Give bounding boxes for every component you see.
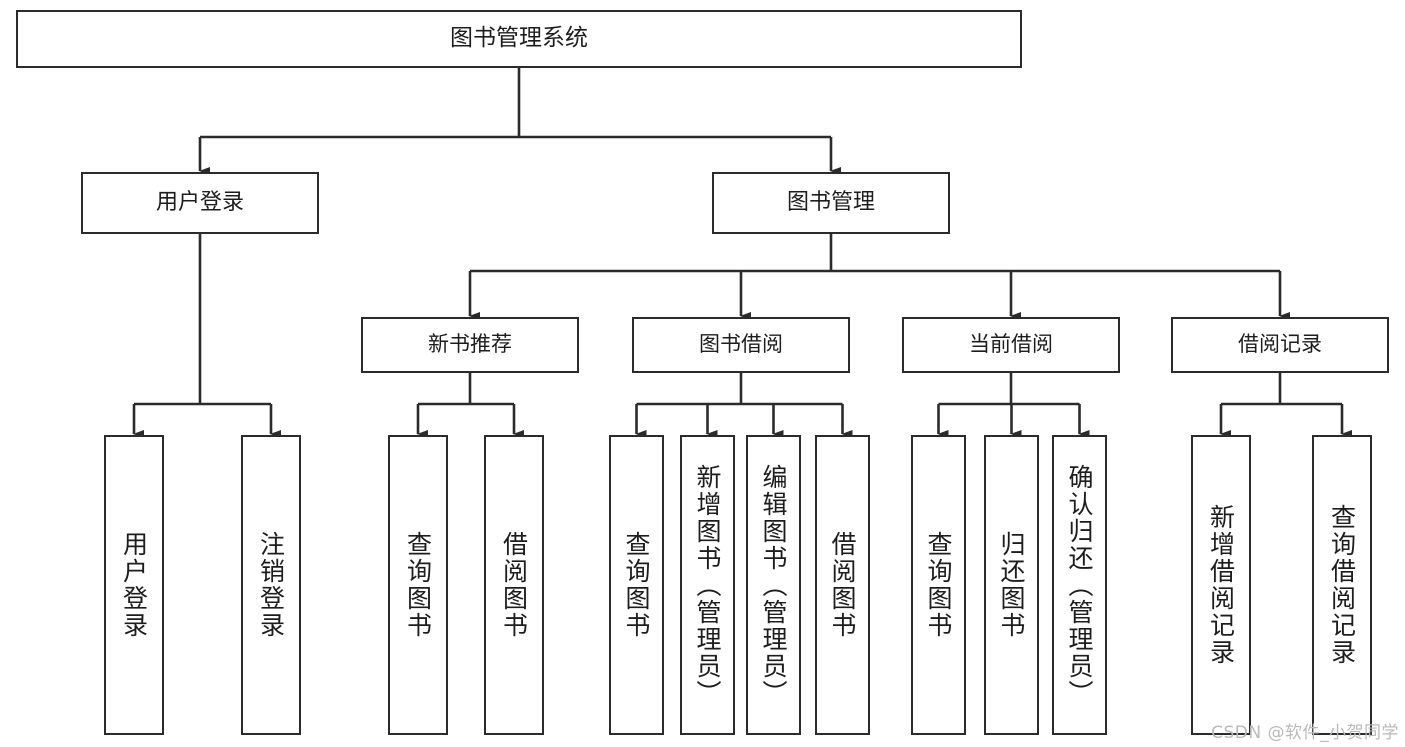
node-new-book-recommend[interactable]: 新书推荐 bbox=[361, 317, 579, 373]
node-book-manage-label: 图书管理 bbox=[786, 189, 875, 215]
node-leaf-user-login[interactable]: 用户登录 bbox=[104, 435, 164, 735]
watermark-text: CSDN @软件_小贺同学 bbox=[1211, 723, 1399, 743]
node-user-login-label: 用户登录 bbox=[155, 189, 244, 215]
node-leaf-add-borrow-record-label: 新增借阅记录 bbox=[1206, 504, 1236, 666]
node-leaf-logout-label: 注销登录 bbox=[256, 531, 286, 639]
node-leaf-confirm-return-admin-label: 确认归还（管理员） bbox=[1065, 463, 1094, 707]
node-current-borrow-label: 当前借阅 bbox=[969, 332, 1053, 357]
edge-paths bbox=[132, 68, 1352, 438]
node-leaf-return-book-label: 归还图书 bbox=[997, 531, 1026, 639]
node-book-borrow-label: 图书借阅 bbox=[699, 332, 783, 357]
node-borrow-record[interactable]: 借阅记录 bbox=[1171, 317, 1389, 373]
node-leaf-add-borrow-record[interactable]: 新增借阅记录 bbox=[1191, 435, 1251, 735]
node-leaf-logout[interactable]: 注销登录 bbox=[241, 435, 301, 735]
node-book-manage[interactable]: 图书管理 bbox=[712, 172, 950, 234]
node-leaf-query-book-borrow-label: 查询图书 bbox=[622, 531, 651, 639]
node-leaf-query-borrow-record[interactable]: 查询借阅记录 bbox=[1312, 435, 1372, 735]
node-root-label: 图书管理系统 bbox=[450, 25, 588, 52]
node-leaf-query-book-cur-label: 查询图书 bbox=[924, 531, 953, 639]
node-user-login[interactable]: 用户登录 bbox=[81, 172, 319, 234]
node-root[interactable]: 图书管理系统 bbox=[16, 10, 1022, 68]
node-book-borrow[interactable]: 图书借阅 bbox=[632, 317, 850, 373]
node-leaf-confirm-return-admin[interactable]: 确认归还（管理员） bbox=[1052, 435, 1107, 735]
node-leaf-user-login-label: 用户登录 bbox=[119, 531, 149, 639]
node-leaf-query-borrow-record-label: 查询借阅记录 bbox=[1327, 504, 1357, 666]
node-leaf-add-book-admin[interactable]: 新增图书（管理员） bbox=[680, 435, 735, 735]
node-leaf-query-book-borrow[interactable]: 查询图书 bbox=[609, 435, 664, 735]
node-leaf-query-book-cur[interactable]: 查询图书 bbox=[911, 435, 966, 735]
node-new-book-recommend-label: 新书推荐 bbox=[428, 332, 512, 357]
node-leaf-return-book[interactable]: 归还图书 bbox=[984, 435, 1039, 735]
node-leaf-borrow-book[interactable]: 借阅图书 bbox=[815, 435, 870, 735]
node-current-borrow[interactable]: 当前借阅 bbox=[902, 317, 1120, 373]
node-leaf-borrow-book-label: 借阅图书 bbox=[828, 531, 857, 639]
node-borrow-record-label: 借阅记录 bbox=[1238, 332, 1322, 357]
node-leaf-query-book-rec-label: 查询图书 bbox=[403, 531, 433, 639]
node-leaf-edit-book-admin[interactable]: 编辑图书（管理员） bbox=[746, 435, 801, 735]
node-leaf-borrow-book-rec[interactable]: 借阅图书 bbox=[484, 435, 544, 735]
node-leaf-borrow-book-rec-label: 借阅图书 bbox=[499, 531, 529, 639]
node-leaf-add-book-admin-label: 新增图书（管理员） bbox=[693, 463, 722, 707]
node-leaf-edit-book-admin-label: 编辑图书（管理员） bbox=[759, 463, 788, 707]
node-leaf-query-book-rec[interactable]: 查询图书 bbox=[388, 435, 448, 735]
